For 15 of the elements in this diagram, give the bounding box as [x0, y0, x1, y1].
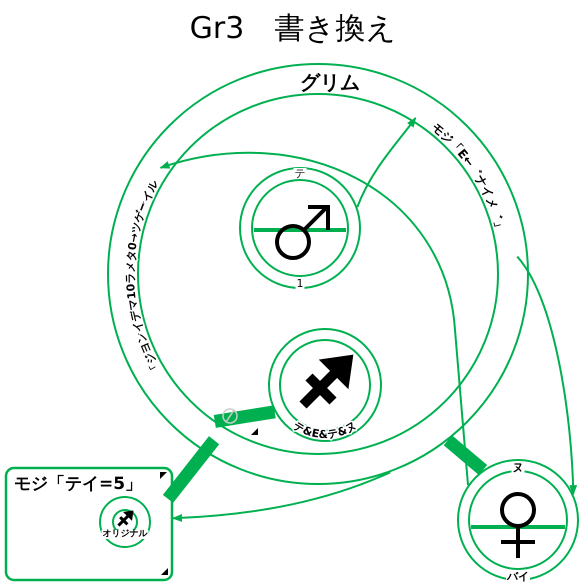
circle-text: オリジナル [102, 530, 148, 539]
circle-text: ヌ [512, 462, 524, 473]
circle-text: テ&E&テ&ヌ [291, 418, 359, 442]
title: Gr3 書き換え [188, 10, 398, 48]
circle-text: グリム [299, 72, 361, 92]
circle-text: 1 [296, 278, 304, 289]
connector-bar [444, 435, 488, 475]
connector-bar [162, 436, 220, 503]
arrow [172, 471, 391, 522]
circle-text: バイ [506, 571, 530, 582]
arrow [516, 256, 577, 496]
circle-text: テ [294, 168, 306, 179]
arrow [356, 117, 416, 208]
connector-bar [214, 405, 276, 428]
arrow [160, 152, 469, 486]
